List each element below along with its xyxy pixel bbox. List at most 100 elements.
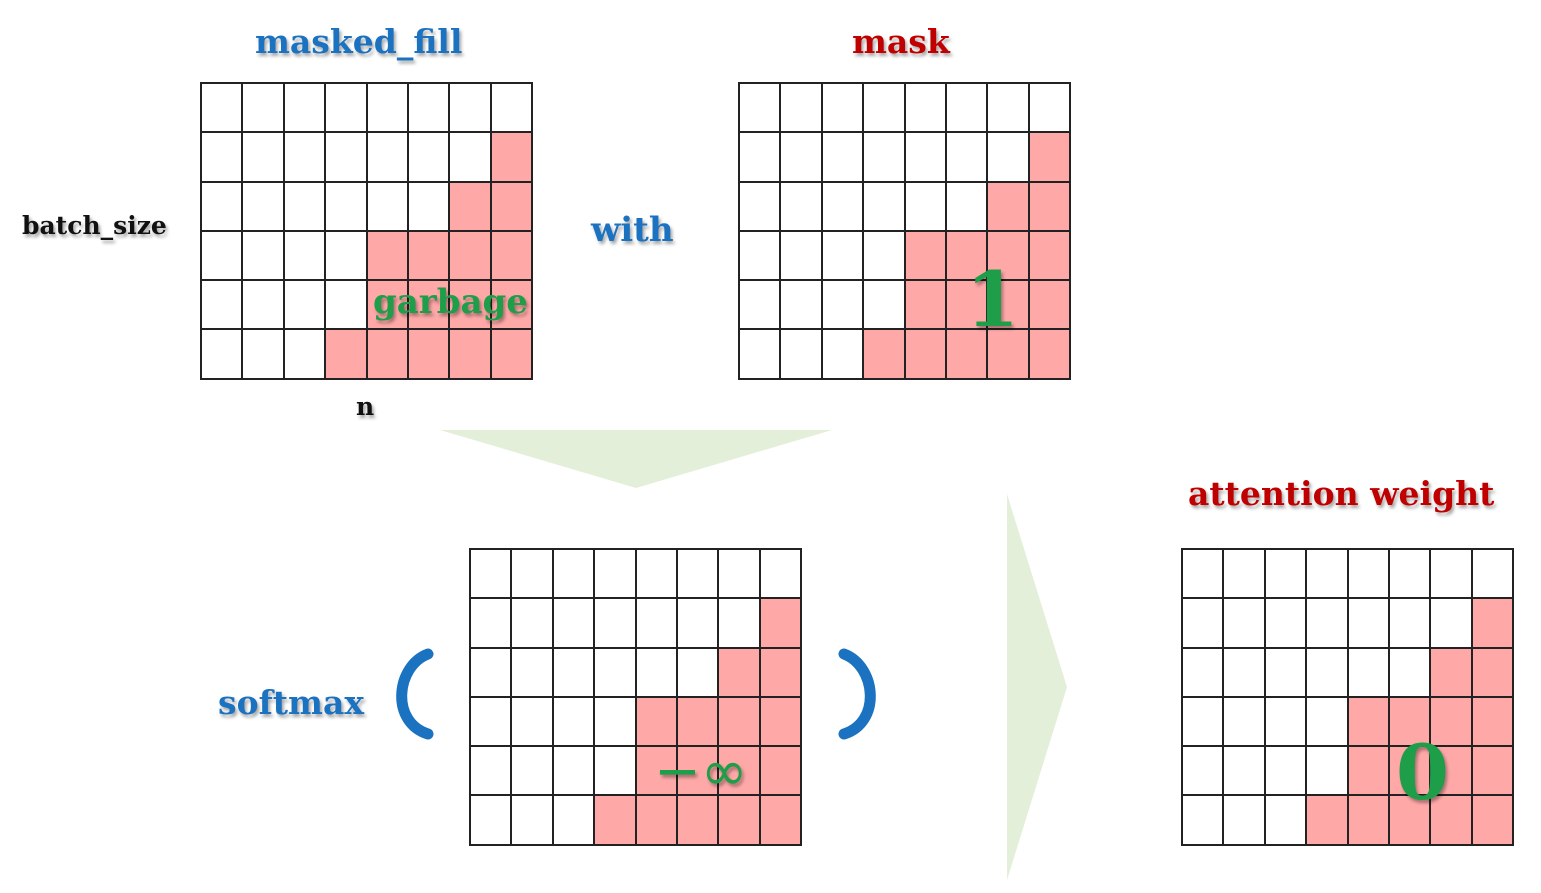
grid-cell xyxy=(595,697,637,748)
grid-cell xyxy=(1265,550,1308,600)
grid-cell xyxy=(512,697,554,748)
grid-cell-masked xyxy=(491,182,534,232)
grid-cell-masked xyxy=(864,330,906,380)
grid-cell xyxy=(326,182,368,232)
garbage-label: garbage xyxy=(373,282,528,322)
grid-cell-masked xyxy=(450,231,492,282)
grid-cell xyxy=(202,182,244,232)
grid-cell xyxy=(1224,550,1266,600)
left-parenthesis-icon xyxy=(396,648,434,740)
grid-cell xyxy=(202,281,244,331)
grid-cell-masked xyxy=(1431,697,1473,748)
grid-cell-masked xyxy=(760,648,803,698)
grid-cell-masked xyxy=(1029,281,1072,331)
grid-cell xyxy=(284,84,327,134)
grid-cell-masked xyxy=(719,697,761,748)
grid-cell xyxy=(450,133,492,183)
grid-cell xyxy=(1265,697,1308,748)
grid-cell xyxy=(1224,796,1266,846)
grid-cell xyxy=(1472,550,1515,600)
grid-cell xyxy=(553,747,596,797)
grid-cell-masked xyxy=(905,330,947,380)
grid-cell xyxy=(512,796,554,846)
grid-cell-masked xyxy=(1029,330,1072,380)
with-label: with xyxy=(591,210,674,250)
batch-size-label: batch_size xyxy=(22,211,167,240)
softmax-input-grid xyxy=(469,548,803,846)
grid-cell-masked xyxy=(1307,796,1349,846)
grid-cell xyxy=(595,599,637,649)
grid-cell xyxy=(1307,550,1349,600)
grid-cell xyxy=(988,84,1030,134)
grid-cell xyxy=(905,133,947,183)
grid-cell xyxy=(284,231,327,282)
grid-cell xyxy=(740,182,782,232)
grid-cell-masked xyxy=(326,330,368,380)
grid-cell-masked xyxy=(760,697,803,748)
grid-cell xyxy=(1348,648,1390,698)
grid-cell xyxy=(1348,599,1390,649)
grid-cell xyxy=(864,182,906,232)
grid-cell xyxy=(471,648,513,698)
grid-cell-masked xyxy=(1389,796,1432,846)
grid-cell-masked xyxy=(760,747,803,797)
grid-cell xyxy=(202,84,244,134)
grid-cell xyxy=(864,231,906,282)
grid-cell xyxy=(781,84,823,134)
grid-cell xyxy=(864,84,906,134)
grid-cell xyxy=(1389,550,1432,600)
grid-cell xyxy=(740,330,782,380)
grid-cell-masked xyxy=(491,330,534,380)
mask-one-value: 1 xyxy=(966,255,1019,344)
grid-cell xyxy=(636,550,678,600)
grid-cell-masked xyxy=(1472,599,1515,649)
grid-cell-masked xyxy=(450,330,492,380)
grid-cell-masked xyxy=(636,747,678,797)
grid-cell xyxy=(740,231,782,282)
grid-cell xyxy=(1265,796,1308,846)
grid-cell-masked xyxy=(408,281,451,331)
grid-cell xyxy=(326,231,368,282)
right-arrow-icon xyxy=(1007,494,1067,880)
grid-cell xyxy=(243,281,285,331)
grid-cell xyxy=(781,281,823,331)
grid-cell xyxy=(491,84,534,134)
grid-cell-masked xyxy=(946,281,989,331)
grid-cell xyxy=(677,599,720,649)
grid-cell xyxy=(1389,599,1432,649)
grid-cell-masked xyxy=(760,796,803,846)
grid-cell-masked xyxy=(1431,747,1473,797)
grid-cell xyxy=(1307,599,1349,649)
grid-cell-masked xyxy=(760,599,803,649)
grid-cell-masked xyxy=(946,330,989,380)
grid-cell-masked xyxy=(367,231,409,282)
grid-cell-masked xyxy=(905,231,947,282)
grid-cell xyxy=(553,796,596,846)
grid-cell-masked xyxy=(491,281,534,331)
grid-cell xyxy=(1224,697,1266,748)
grid-cell xyxy=(512,599,554,649)
grid-cell xyxy=(1183,697,1225,748)
down-arrow-icon xyxy=(440,430,832,488)
grid-cell xyxy=(326,133,368,183)
grid-cell xyxy=(512,550,554,600)
grid-cell xyxy=(740,84,782,134)
grid-cell xyxy=(595,550,637,600)
grid-cell xyxy=(1431,599,1473,649)
grid-cell-masked xyxy=(1389,697,1432,748)
grid-cell-masked xyxy=(1348,747,1390,797)
grid-cell xyxy=(243,133,285,183)
grid-cell-masked xyxy=(408,231,451,282)
grid-cell xyxy=(1183,796,1225,846)
grid-cell xyxy=(719,599,761,649)
grid-cell xyxy=(822,231,865,282)
grid-cell xyxy=(553,550,596,600)
grid-cell xyxy=(719,550,761,600)
grid-cell xyxy=(1307,697,1349,748)
grid-cell xyxy=(1265,648,1308,698)
attention-zero-value: 0 xyxy=(1396,728,1449,817)
grid-cell-masked xyxy=(677,697,720,748)
softmax-label: softmax xyxy=(218,683,365,722)
grid-cell xyxy=(202,330,244,380)
grid-cell-masked xyxy=(946,231,989,282)
